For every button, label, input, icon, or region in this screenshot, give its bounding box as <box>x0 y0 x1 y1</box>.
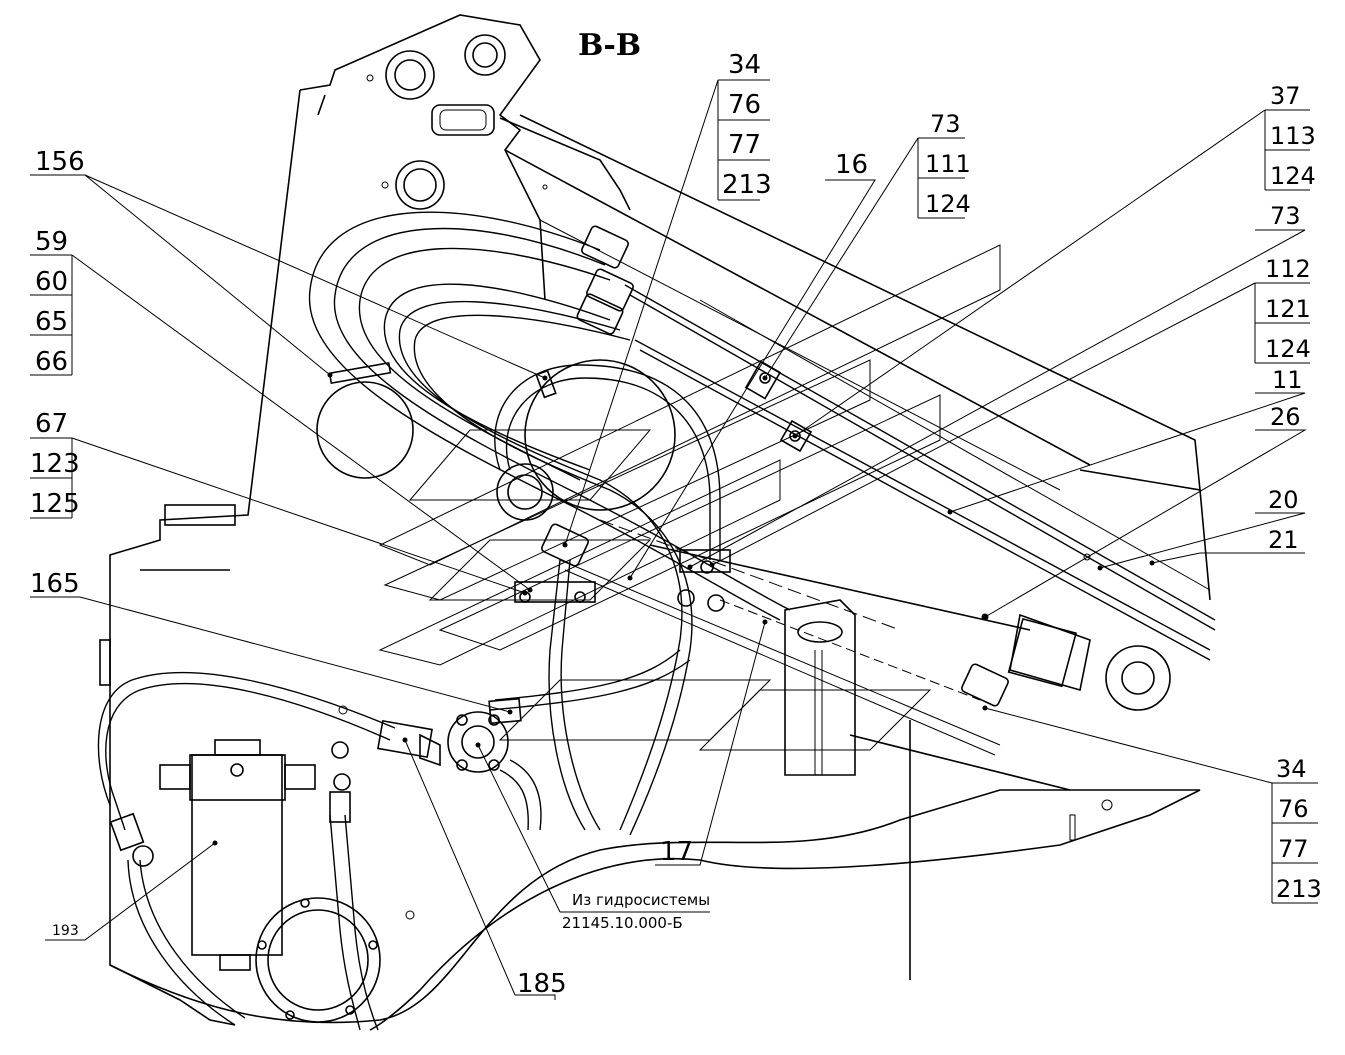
callout-66: 66 <box>35 347 68 377</box>
callout-65: 65 <box>35 307 68 337</box>
callout-124-a: 124 <box>925 190 971 218</box>
fittings <box>109 225 1171 1023</box>
callout-34-bottom: 34 <box>1276 755 1307 783</box>
note-line-2: 21145.10.000-Б <box>562 914 683 932</box>
callout-16: 16 <box>835 150 868 180</box>
callout-73-b: 73 <box>1270 202 1301 230</box>
callout-213-bottom: 213 <box>1276 875 1322 903</box>
callout-165: 165 <box>30 569 80 599</box>
callout-112: 112 <box>1265 255 1311 283</box>
callout-123: 123 <box>30 449 80 479</box>
callout-125: 125 <box>30 489 80 519</box>
callout-77-top: 77 <box>728 130 761 160</box>
callout-17: 17 <box>660 837 693 867</box>
callout-26: 26 <box>1270 403 1301 431</box>
source-note: Из гидросистемы 21145.10.000-Б <box>562 891 710 932</box>
callout-37: 37 <box>1270 82 1301 110</box>
callout-156: 156 <box>35 147 85 177</box>
callout-213-top: 213 <box>722 170 772 200</box>
callout-labels: 156 59 60 65 66 67 123 125 165 193 185 1… <box>30 50 1322 999</box>
watermark-logo <box>378 244 1001 751</box>
hydraulic-hoses <box>97 211 1216 1031</box>
callout-67: 67 <box>35 409 68 439</box>
callout-111: 111 <box>925 150 971 178</box>
callout-11: 11 <box>1272 366 1303 394</box>
callout-76-bottom: 76 <box>1278 795 1309 823</box>
callout-73-a: 73 <box>930 110 961 138</box>
leader-dots <box>212 372 1155 846</box>
callout-185: 185 <box>517 969 567 999</box>
callout-193: 193 <box>52 923 79 939</box>
callout-121: 121 <box>1265 295 1311 323</box>
callout-20: 20 <box>1268 486 1299 514</box>
note-line-1: Из гидросистемы <box>572 891 710 909</box>
callout-21: 21 <box>1268 526 1299 554</box>
callout-59: 59 <box>35 227 68 257</box>
callout-124-c: 124 <box>1265 335 1311 363</box>
callout-60: 60 <box>35 267 68 297</box>
boom-frame <box>99 14 1211 1031</box>
callout-34-top: 34 <box>728 50 761 80</box>
callout-113: 113 <box>1270 122 1316 150</box>
callout-124-b: 124 <box>1270 162 1316 190</box>
callout-76-top: 76 <box>728 90 761 120</box>
leader-lines <box>30 79 1318 1000</box>
section-title: В-В <box>578 28 641 63</box>
callout-77-bottom: 77 <box>1278 835 1309 863</box>
